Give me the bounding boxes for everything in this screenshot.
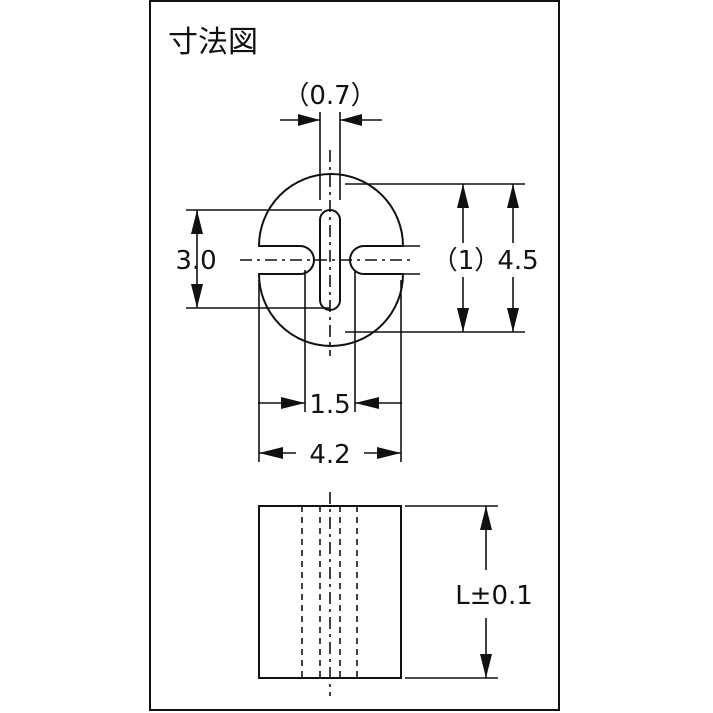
overall-width-label: 4.2: [309, 440, 350, 470]
slot-height-label: （1）: [432, 246, 501, 276]
side-view: [258, 492, 402, 696]
slot-span-label: 1.5: [309, 390, 350, 420]
slot-span-dimension: 1.5: [258, 270, 402, 420]
height-3-label: 3.0: [175, 246, 216, 276]
slot-width-label: （0.7）: [283, 81, 376, 111]
height-3-dimension: 3.0: [175, 209, 330, 309]
slot-width-dimension: （0.7）: [280, 81, 382, 200]
overall-height-label: 4.5: [497, 246, 538, 276]
overall-width-dimension: 4.2: [258, 280, 402, 470]
length-label: L±0.1: [455, 581, 533, 611]
length-dimension: L±0.1: [405, 505, 533, 679]
end-view: [240, 150, 412, 356]
right-height-dimensions: （1） 4.5: [345, 183, 539, 333]
drawing-title: 寸法図: [168, 25, 258, 60]
